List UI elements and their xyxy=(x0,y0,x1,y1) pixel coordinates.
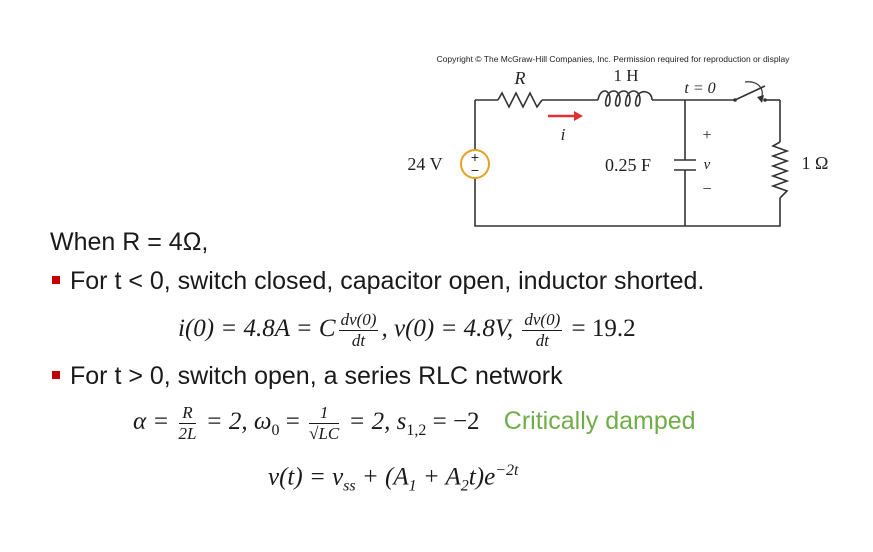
current-label: i xyxy=(561,125,566,144)
resistor-r-label: R xyxy=(514,68,526,88)
resistor-r xyxy=(497,91,543,109)
inductor-label: 1 H xyxy=(613,66,638,85)
svg-text:−: − xyxy=(471,162,479,178)
inductor xyxy=(597,90,653,107)
equation-3: v(t) = vss + (A1 + A2t)e−2t xyxy=(268,462,519,495)
bullet-marker xyxy=(52,371,60,380)
when-line: When R = 4Ω, xyxy=(50,228,209,256)
voltage-source xyxy=(460,149,490,179)
load-label: 1 Ω xyxy=(802,153,829,173)
bullet-marker xyxy=(52,276,60,285)
switch-label: t = 0 xyxy=(684,80,715,97)
bullet-1: For t < 0, switch closed, capacitor open… xyxy=(52,267,704,296)
switch xyxy=(734,85,766,101)
critically-damped-label: Critically damped xyxy=(503,407,696,436)
circuit-wires xyxy=(474,99,781,227)
copyright-notice: Copyright © The McGraw-Hill Companies, I… xyxy=(437,54,791,64)
source-label: 24 V xyxy=(407,154,442,174)
resistor-1ohm xyxy=(770,141,790,199)
circuit-diagram: Copyright © The McGraw-Hill Companies, I… xyxy=(407,54,829,227)
svg-text:+: + xyxy=(471,149,479,165)
voltage-label: v xyxy=(704,157,711,173)
svg-text:+: + xyxy=(702,127,711,144)
svg-text:−: − xyxy=(702,181,711,198)
capacitor-label: 0.25 F xyxy=(605,155,651,175)
bullet-2: For t > 0, switch open, a series RLC net… xyxy=(52,362,563,391)
